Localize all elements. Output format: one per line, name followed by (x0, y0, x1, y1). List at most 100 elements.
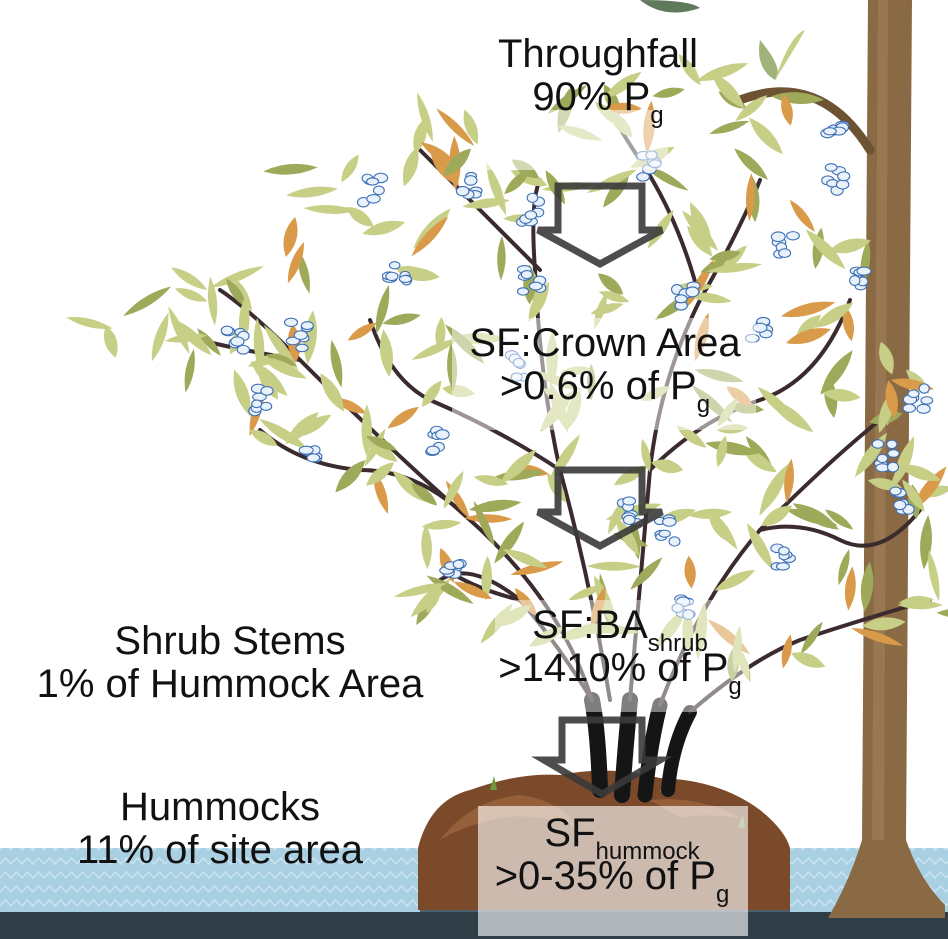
leaf (335, 460, 366, 493)
leaf (651, 459, 684, 474)
leaf (184, 348, 195, 393)
leaf (898, 595, 934, 607)
water-bottom (0, 912, 948, 939)
autumn-leaf (464, 514, 513, 523)
leaf (800, 621, 823, 655)
autumn-leaf (510, 561, 564, 576)
leaf (820, 350, 853, 395)
autumn-leaf (780, 301, 836, 318)
autumn-leaf (387, 406, 419, 429)
leaf (879, 341, 894, 375)
leaf (210, 266, 264, 288)
flower-cluster (902, 383, 934, 414)
leaf (676, 425, 707, 448)
flower-cluster (356, 172, 389, 208)
autumn-leaf (746, 173, 755, 222)
leaf (678, 53, 701, 86)
crown-label: SF:Crown Area >0.6% of Pg (440, 321, 770, 419)
leaf (615, 516, 639, 556)
leaf (792, 503, 839, 530)
leaf (711, 72, 745, 109)
leaf (103, 325, 118, 358)
flower-cluster (770, 231, 800, 259)
leaf (261, 357, 307, 379)
leaf (504, 169, 530, 195)
leaf (421, 380, 442, 407)
hummock-panel (478, 806, 748, 936)
leaf (889, 446, 913, 493)
leaf (796, 314, 822, 337)
leaf (735, 95, 768, 122)
leaf (480, 603, 513, 644)
autumn-leaf (842, 305, 855, 342)
leaf (362, 220, 406, 236)
leaf (716, 435, 728, 468)
autumn-leaf (514, 588, 538, 617)
flower-cluster (425, 425, 450, 456)
leaf (286, 186, 338, 198)
leaf (734, 148, 769, 180)
hummocks-title: Hummocks (119, 785, 321, 829)
hummocks-value: 11% of site area (76, 828, 364, 873)
leaf (861, 617, 906, 631)
leaf (233, 369, 251, 417)
hummocks-label: Hummocks 11% of site area (0, 785, 440, 873)
flower-cluster (381, 261, 413, 286)
leaf (394, 266, 433, 278)
autumn-leaf (785, 328, 831, 344)
leaf (690, 202, 712, 249)
leaf (652, 87, 685, 98)
flower-cluster (889, 486, 915, 515)
autumn-leaf (781, 634, 792, 669)
leaf (417, 92, 433, 142)
leaf (463, 109, 479, 145)
leaf (365, 462, 395, 486)
crown-value: >0.6% of Pg (499, 364, 711, 419)
leaf (583, 623, 641, 635)
leaf (443, 470, 464, 509)
hummock-sf-title: SFhummock (544, 811, 700, 866)
flower-cluster (871, 439, 900, 473)
leaf (590, 303, 624, 315)
leaf (709, 250, 741, 262)
leaf (486, 162, 507, 216)
leaf (303, 204, 357, 214)
leaf (603, 71, 642, 99)
leaf (630, 557, 663, 590)
leaf (123, 286, 172, 317)
leaf (346, 206, 374, 227)
leaf (497, 605, 532, 627)
autumn-leaf (885, 380, 898, 419)
leaf (714, 569, 756, 591)
leaf (502, 549, 548, 568)
shrub-stems-title: Shrub Stems (114, 619, 346, 663)
arrow-throughfall-to-crown (536, 182, 664, 268)
leaf (682, 609, 694, 653)
leaf (687, 292, 732, 304)
autumn-leaf (789, 199, 815, 232)
flower-cluster (849, 266, 872, 291)
flower-cluster (671, 594, 696, 620)
autumn-leaf (844, 566, 856, 611)
leaf (263, 163, 318, 175)
flower-cluster (670, 281, 701, 311)
flower-cluster (821, 163, 851, 196)
leaf (598, 291, 630, 303)
leaf (720, 245, 747, 273)
leaf (382, 313, 421, 325)
leaf (656, 608, 686, 648)
leaf (902, 479, 925, 512)
leaf (549, 434, 580, 483)
autumn-leaf (784, 458, 795, 503)
ba-panel (495, 600, 749, 712)
leaf (292, 414, 332, 438)
throughfall-value: 90% Pg (532, 75, 664, 130)
leaf (497, 236, 506, 281)
leaf (168, 306, 190, 355)
ba-value: >1410% of Pg (498, 646, 742, 701)
leaf (375, 285, 390, 334)
leaf (641, 438, 651, 473)
leaf (411, 483, 438, 506)
leaf (838, 549, 850, 586)
